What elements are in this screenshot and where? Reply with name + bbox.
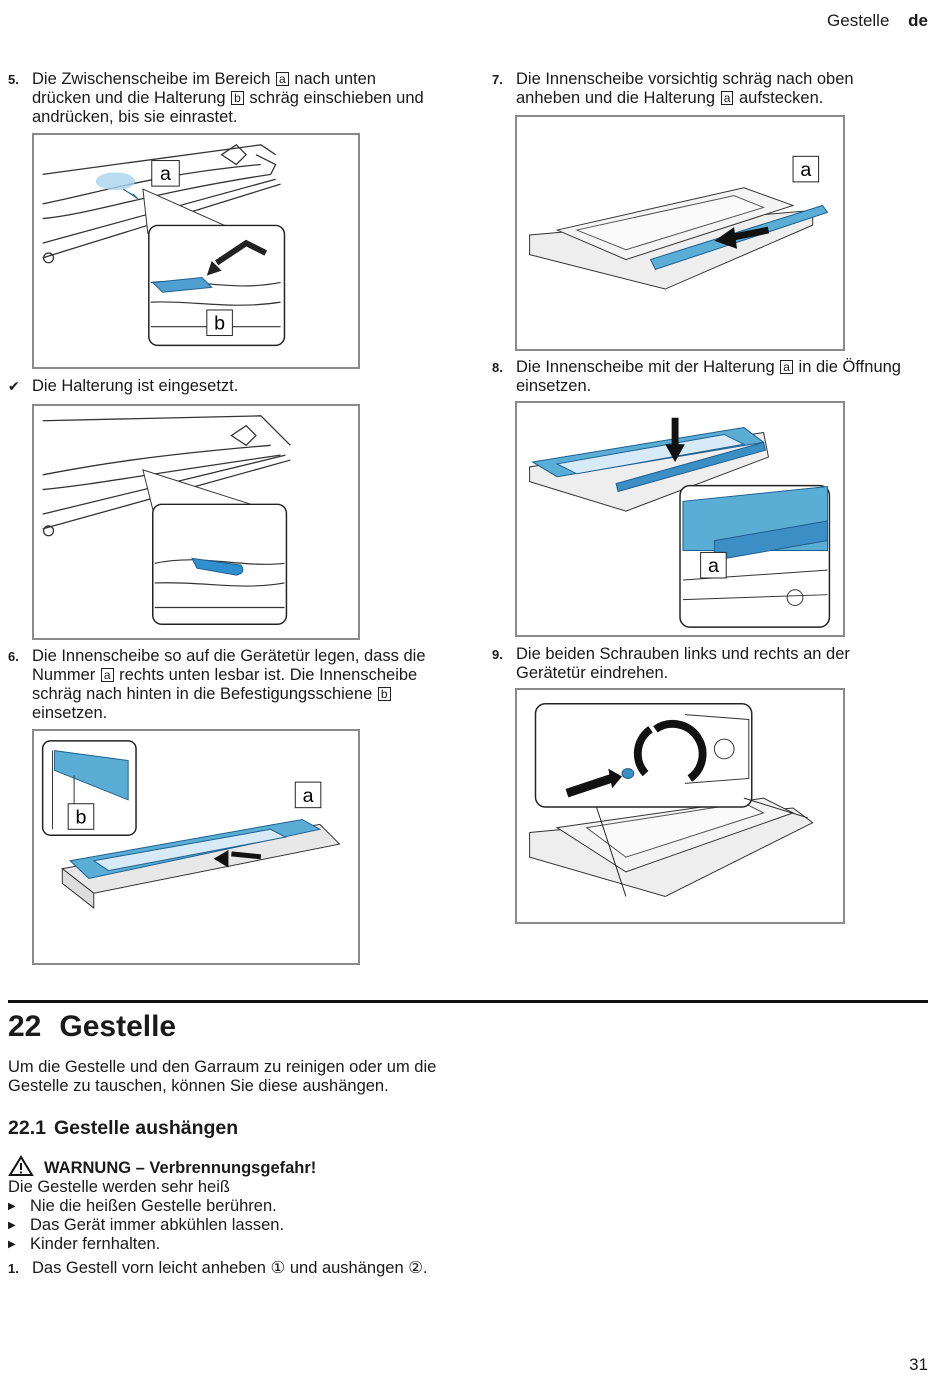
page-number: 31 <box>909 1355 928 1374</box>
result-text: Die Halterung ist eingesetzt. <box>32 377 239 395</box>
step-number: 9. <box>492 647 503 662</box>
figure-holder-inserted <box>32 404 360 640</box>
bullet-icon: ▶ <box>8 1239 16 1250</box>
running-header: Gestelle de <box>827 11 928 31</box>
step-9: 9. Die beiden Schrauben links und rechts… <box>492 645 922 683</box>
bullet-text: Kinder fernhalten. <box>30 1235 161 1253</box>
text: in die Öffnung einsetzen. <box>516 358 901 395</box>
step-number: 5. <box>8 72 19 87</box>
step-5: 5. Die Zwischenscheibe im Bereich a nach… <box>8 70 428 127</box>
step-number: 8. <box>492 360 503 375</box>
bullet-icon: ▶ <box>8 1201 16 1212</box>
header-language: de <box>908 11 928 30</box>
figure-step-7: a <box>515 115 845 351</box>
bullet-item: ▶ Nie die heißen Gestelle berühren. <box>8 1197 277 1216</box>
step-number: 1. <box>8 1261 19 1276</box>
check-icon: ✔ <box>8 378 20 394</box>
section-intro: Um die Gestelle und den Garraum zu reini… <box>8 1058 437 1095</box>
step-number: 7. <box>492 72 503 87</box>
key-b: b <box>377 687 391 701</box>
subsection-title: Gestelle aushängen <box>53 1117 239 1139</box>
key-a: a <box>720 91 734 105</box>
step-result: ✔ Die Halterung ist eingesetzt. <box>8 377 428 396</box>
key-a: a <box>780 360 793 374</box>
step-6: 6. Die Innenscheibe so auf die Gerätetür… <box>8 647 428 723</box>
header-section: Gestelle <box>827 11 890 30</box>
subsection-heading: 22.1 Gestelle aushängen <box>8 1117 238 1140</box>
step-text: Die Zwischenscheibe im Bereich a nach un… <box>32 70 428 127</box>
figure-step-8: a <box>515 401 845 637</box>
step-text: Die Innenscheibe so auf die Gerätetür le… <box>32 647 428 723</box>
step-text: Die Innenscheibe vorsichtig schräg nach … <box>516 70 912 108</box>
text: schräg einschieben und andrücken, bis si… <box>32 89 424 126</box>
callout-a: a <box>800 159 811 181</box>
step-7: 7. Die Innenscheibe vorsichtig schräg na… <box>492 70 912 108</box>
text: Die Innenscheibe vorsichtig schräg nach … <box>516 70 854 107</box>
section-title: Gestelle <box>59 1010 177 1043</box>
key-a: a <box>276 72 289 86</box>
figure-step-9 <box>515 688 845 924</box>
illustration-pane-insert: a <box>529 417 831 628</box>
subsection-number: 22.1 <box>8 1117 46 1139</box>
bullet-text: Nie die heißen Gestelle berühren. <box>30 1197 277 1215</box>
warning-title: WARNUNG – Verbrennungsgefahr! <box>44 1159 317 1177</box>
text: rechts unten lesbar ist. Die Innenscheib… <box>32 666 418 703</box>
text: Die Zwischenscheibe im Bereich <box>32 70 271 88</box>
section-number: 22 <box>8 1010 42 1043</box>
bullet-item: ▶ Kinder fernhalten. <box>8 1235 160 1254</box>
step-8: 8. Die Innenscheibe mit der Halterung a … <box>492 358 912 396</box>
step-text: Das Gestell vorn leicht anheben ① und au… <box>32 1259 428 1277</box>
section-heading: 22 Gestelle <box>8 1010 176 1044</box>
step-number: 6. <box>8 649 19 664</box>
illustration-pane-place: a b <box>41 740 341 909</box>
bullet-text: Das Gerät immer abkühlen lassen. <box>30 1216 285 1234</box>
illustration-holder-attach: a <box>529 155 829 290</box>
callout-a: a <box>708 555 719 577</box>
illustration-holder-inserted <box>42 415 291 625</box>
warning-text: Die Gestelle werden sehr heiß <box>8 1178 230 1196</box>
step-text: Die beiden Schrauben links und rechts an… <box>516 645 850 682</box>
bullet-item: ▶ Das Gerät immer abkühlen lassen. <box>8 1216 284 1235</box>
key-a: a <box>100 668 114 682</box>
section-divider <box>8 1000 928 1003</box>
illustration-screws <box>529 703 814 897</box>
figure-step-6: a b <box>32 729 360 965</box>
callout-a: a <box>160 163 171 185</box>
callout-a: a <box>303 785 314 807</box>
step-text: Die Innenscheibe mit der Halterung a in … <box>516 358 912 396</box>
text: aufstecken. <box>738 89 824 107</box>
callout-b: b <box>76 806 87 828</box>
text: Die Innenscheibe mit der Halterung <box>516 358 775 376</box>
section-step-1: 1. Das Gestell vorn leicht anheben ① und… <box>8 1259 448 1278</box>
text: nach unten drücken und die Halterung <box>32 70 376 107</box>
callout-b: b <box>214 313 225 335</box>
key-b: b <box>231 91 244 105</box>
warning-triangle-icon <box>8 1155 34 1176</box>
illustration-holder-insert: a b <box>42 144 286 347</box>
text: einsetzen. <box>32 704 108 722</box>
warning-heading: WARNUNG – Verbrennungsgefahr! <box>8 1155 316 1178</box>
text: Die Innenscheibe so auf die Gerätetür le… <box>32 647 426 684</box>
bullet-icon: ▶ <box>8 1220 16 1231</box>
figure-step-5: a b <box>32 133 360 369</box>
